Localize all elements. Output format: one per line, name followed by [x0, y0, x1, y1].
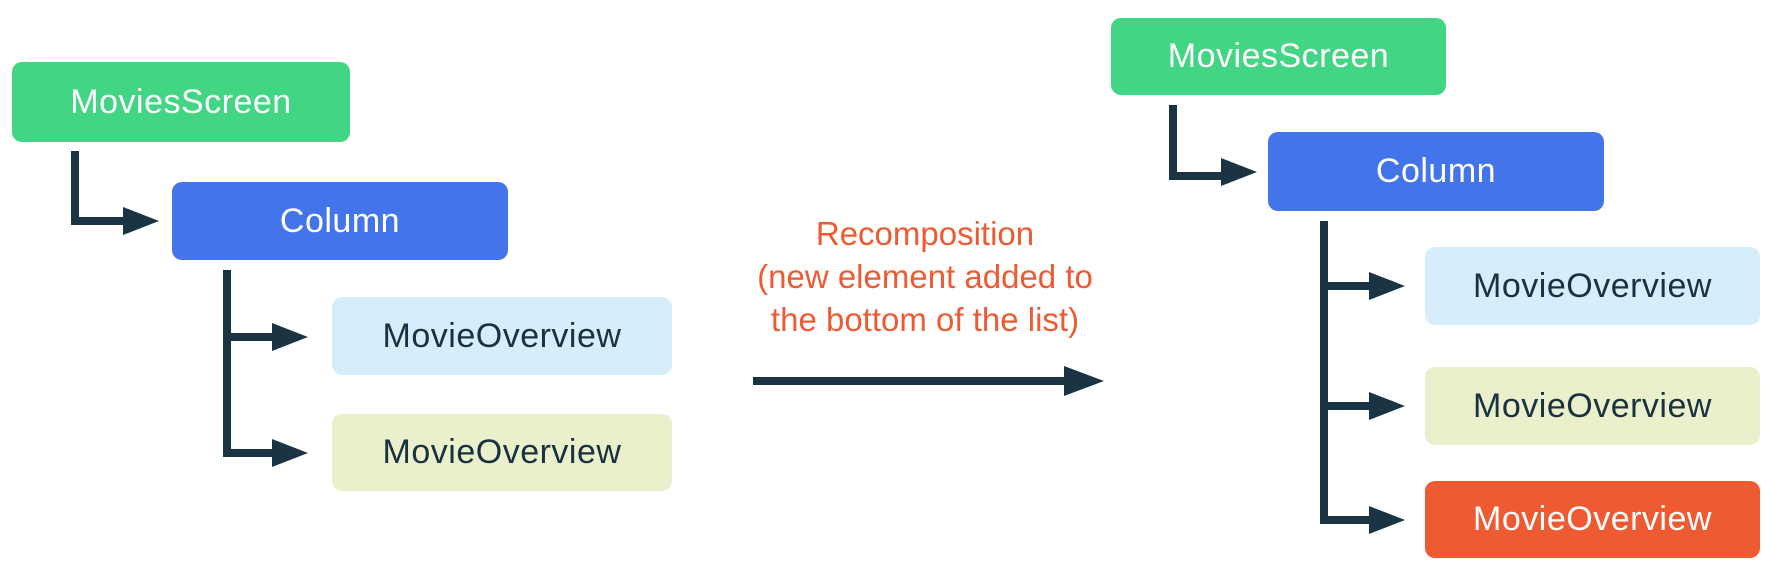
left-tree-movieoverview-2: MovieOverview: [332, 414, 672, 491]
caption-line-3: the bottom of the list): [770, 301, 1080, 338]
left-connector-root-to-column: [71, 151, 131, 225]
left-arrowhead-to-column-icon: [123, 207, 159, 235]
node-label: MovieOverview: [382, 316, 622, 355]
left-arrowhead-branch-1-icon: [272, 323, 308, 351]
caption-line-1: Recomposition: [815, 215, 1035, 252]
left-tree-root-moviesscreen: MoviesScreen: [12, 62, 350, 142]
right-tree-movieoverview-2: MovieOverview: [1425, 367, 1760, 445]
left-arrowhead-branch-2-icon: [272, 439, 308, 467]
node-label: MoviesScreen: [70, 82, 292, 121]
right-connector-root-to-column: [1169, 105, 1229, 180]
right-branch-1: [1320, 282, 1369, 290]
node-label: MoviesScreen: [1167, 37, 1390, 75]
left-branch-2: [223, 449, 272, 457]
right-arrowhead-branch-3-icon: [1369, 506, 1405, 534]
right-connector-trunk: [1320, 221, 1328, 524]
right-tree-root-moviesscreen: MoviesScreen: [1111, 18, 1446, 95]
right-branch-2: [1320, 402, 1369, 410]
node-label: MovieOverview: [1473, 266, 1712, 305]
left-connector-trunk: [223, 270, 231, 457]
right-tree-movieoverview-1: MovieOverview: [1425, 247, 1760, 325]
transition-arrow-shaft: [753, 377, 1066, 385]
right-tree-movieoverview-3-new: MovieOverview: [1425, 481, 1760, 558]
right-arrowhead-to-column-icon: [1221, 158, 1257, 186]
transition-right-arrow-icon: [1064, 366, 1104, 396]
left-tree-column: Column: [172, 182, 508, 260]
left-branch-1: [223, 333, 272, 341]
right-tree-column: Column: [1268, 132, 1604, 211]
right-arrowhead-branch-2-icon: [1369, 392, 1405, 420]
left-tree-movieoverview-1: MovieOverview: [332, 297, 672, 375]
recomposition-caption: Recomposition (new element added to the …: [700, 212, 1150, 341]
node-label: MovieOverview: [382, 433, 622, 471]
right-arrowhead-branch-1-icon: [1369, 272, 1405, 300]
node-label: Column: [279, 201, 401, 240]
node-label: MovieOverview: [1473, 500, 1712, 538]
node-label: Column: [1375, 152, 1497, 190]
caption-line-2: (new element added to: [757, 258, 1093, 295]
right-branch-3: [1320, 516, 1369, 524]
node-label: MovieOverview: [1473, 386, 1712, 425]
